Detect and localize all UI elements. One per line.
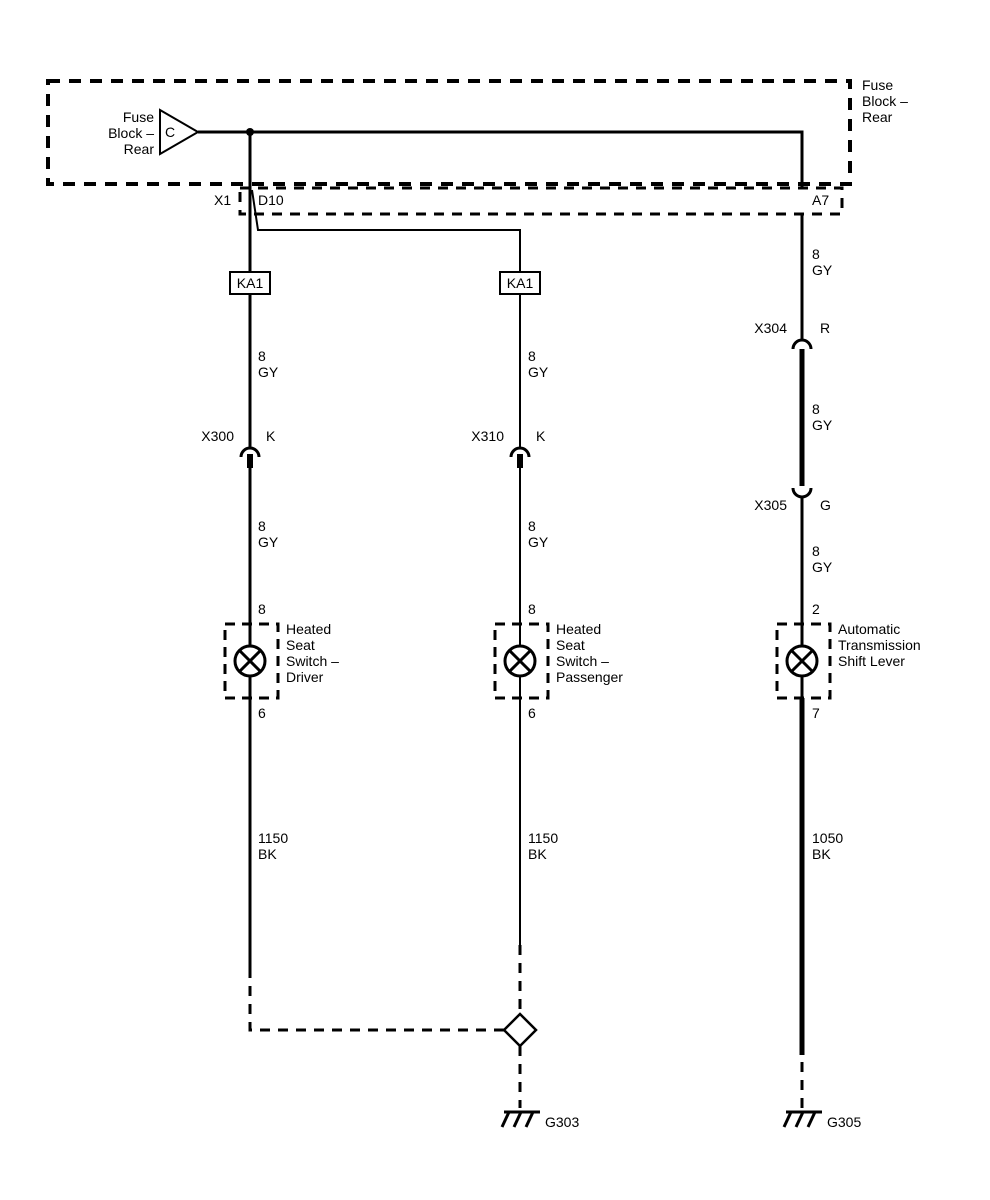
passenger-wire1-color: GY xyxy=(528,364,549,380)
passenger-wire3-gauge: 1150 xyxy=(528,830,558,846)
shifter-device-line3: Shift Lever xyxy=(838,653,905,669)
ground-g303-label: G303 xyxy=(545,1114,579,1130)
passenger-wire2-gauge: 8 xyxy=(528,518,536,534)
fuse-block-rear: Fuse Block – Rear xyxy=(46,77,908,186)
passenger-switch-pin-out: 6 xyxy=(528,705,536,721)
driver-wire1-color: GY xyxy=(258,364,279,380)
ground-g303: G303 xyxy=(500,1110,579,1130)
connector-x305-pin: G xyxy=(820,497,831,513)
ground-splice-diamond-icon xyxy=(502,1012,538,1048)
connector-x304-label: X304 xyxy=(754,320,787,336)
passenger-switch-pin-in: 8 xyxy=(528,601,536,617)
driver-wire3-gauge: 1150 xyxy=(258,830,288,846)
shifter-wire4-gauge: 1050 xyxy=(812,830,843,846)
driver-switch-pin-out: 6 xyxy=(258,705,266,721)
shifter-lamp-icon xyxy=(785,644,819,678)
connector-x310-pin: K xyxy=(536,428,546,444)
ground-merge xyxy=(248,945,538,1108)
connector-x305-label: X305 xyxy=(754,497,787,513)
driver-wire1-gauge: 8 xyxy=(258,348,266,364)
fuse-output-triangle-icon xyxy=(159,108,200,156)
shifter-wire3-gauge: 8 xyxy=(812,543,820,559)
driver-wire2-color: GY xyxy=(258,534,279,550)
passenger-wire2-color: GY xyxy=(528,534,549,550)
passenger-wire1-gauge: 8 xyxy=(528,348,536,364)
pin-d10-label: D10 xyxy=(258,192,284,208)
passenger-device-line4: Passenger xyxy=(556,669,623,685)
shifter-wire1-gauge: 8 xyxy=(812,246,820,262)
shifter-wire2-color: GY xyxy=(812,417,833,433)
fuse-block-label-line3: Rear xyxy=(862,109,893,125)
connector-x300-pin: K xyxy=(266,428,276,444)
connector-x300-male-icon xyxy=(247,454,253,468)
connector-x300-female-icon xyxy=(239,446,261,458)
fuse-block-outline xyxy=(46,79,852,186)
connector-x1: X1 D10 A7 xyxy=(214,186,844,216)
passenger-switch-outline xyxy=(493,622,550,700)
ground-g305: G305 xyxy=(782,1110,861,1130)
ground-g305-icon xyxy=(782,1110,822,1128)
passenger-circuit: 8 GY X310 K 8 GY 8 Heated Seat Switch – … xyxy=(471,294,623,945)
passenger-lamp-icon xyxy=(503,644,537,678)
driver-wire2-gauge: 8 xyxy=(258,518,266,534)
connector-x304-female-icon xyxy=(791,338,813,350)
passenger-device-line3: Switch – xyxy=(556,653,609,669)
fuse-block-label-line2: Block – xyxy=(862,93,908,109)
driver-ground-dashed xyxy=(248,968,505,1032)
connector-x310-male-icon xyxy=(517,454,523,468)
splice-ka1-middle: KA1 xyxy=(499,271,541,295)
connector-x305-female-icon xyxy=(791,487,813,499)
shifter-pin-in: 2 xyxy=(812,601,820,617)
connector-x304-pin: R xyxy=(820,320,830,336)
fuse-source-label-line2: Block – xyxy=(108,125,154,141)
driver-device-line2: Seat xyxy=(286,637,315,653)
connector-x1-label: X1 xyxy=(214,192,231,208)
bus-wire xyxy=(198,130,804,188)
ground-g305-label: G305 xyxy=(827,1114,861,1130)
shifter-wire1-color: GY xyxy=(812,262,833,278)
shifter-device-line1: Automatic xyxy=(838,621,900,637)
shifter-pin-out: 7 xyxy=(812,705,820,721)
driver-wire3-color: BK xyxy=(258,846,277,862)
connector-x310-female-icon xyxy=(509,446,531,458)
connector-x310-label: X310 xyxy=(471,428,504,444)
shifter-device-line2: Transmission xyxy=(838,637,921,653)
fuse-source-label-line1: Fuse xyxy=(123,109,154,125)
connector-x300-label: X300 xyxy=(201,428,234,444)
fuse-source-label-line3: Rear xyxy=(124,141,155,157)
splice-ka1-left: KA1 xyxy=(229,271,271,295)
passenger-branch-wire xyxy=(251,189,521,272)
shifter-wire3-color: GY xyxy=(812,559,833,575)
shifter-wire4-color: BK xyxy=(812,846,831,862)
shifter-wire2-gauge: 8 xyxy=(812,401,820,417)
driver-device-line4: Driver xyxy=(286,669,324,685)
passenger-device-line1: Heated xyxy=(556,621,601,637)
passenger-device-line2: Seat xyxy=(556,637,585,653)
driver-switch-pin-in: 8 xyxy=(258,601,266,617)
driver-device-line3: Switch – xyxy=(286,653,339,669)
driver-device-line1: Heated xyxy=(286,621,331,637)
splice-ka1-left-label: KA1 xyxy=(237,275,264,291)
shifter-circuit: 8 GY X304 R 8 GY X305 G 8 GY 2 Automatic… xyxy=(754,214,921,1108)
driver-circuit: 8 GY X300 K 8 GY 8 Heated Seat Switch – … xyxy=(201,294,339,968)
ground-g303-icon xyxy=(500,1110,540,1128)
fuse-pin-c-label: C xyxy=(165,124,175,140)
driver-lamp-icon xyxy=(233,644,267,678)
passenger-wire3-color: BK xyxy=(528,846,547,862)
pin-a7-label: A7 xyxy=(812,192,829,208)
splice-ka1-middle-label: KA1 xyxy=(507,275,534,291)
fuse-block-label-line1: Fuse xyxy=(862,77,893,93)
fuse-source: Fuse Block – Rear C xyxy=(108,108,200,157)
connector-x1-outline xyxy=(238,186,844,216)
